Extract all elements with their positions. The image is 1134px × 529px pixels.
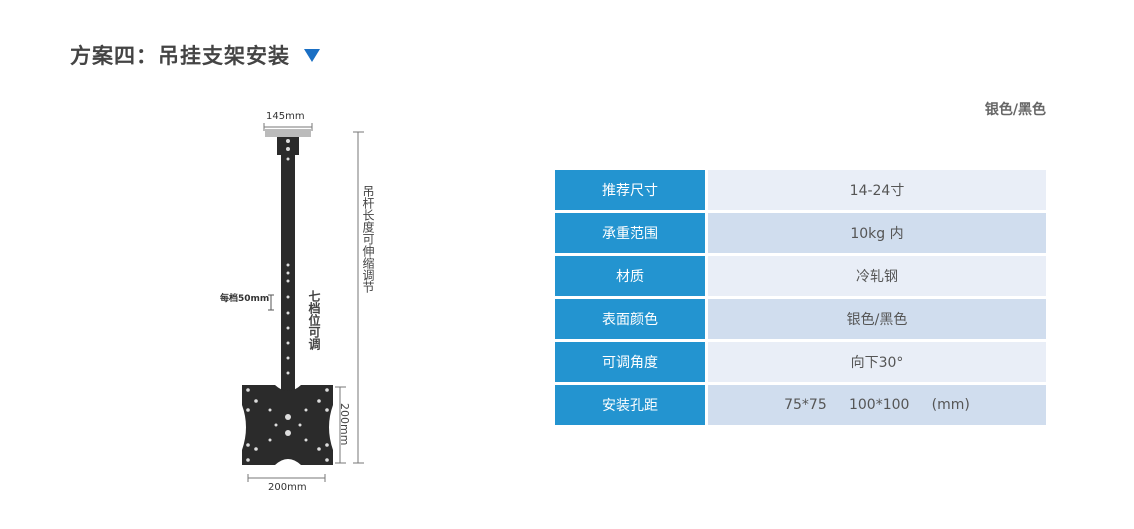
spec-label: 材质 bbox=[555, 256, 708, 296]
spec-label: 可调角度 bbox=[555, 342, 708, 382]
positions-label: 七档位可调 bbox=[307, 290, 321, 350]
spec-label: 承重范围 bbox=[555, 213, 708, 253]
spec-row: 承重范围 10kg 内 bbox=[555, 213, 1046, 253]
section-title-text: 方案四：吊挂支架安装 bbox=[70, 44, 290, 68]
spec-value: 10kg 内 bbox=[708, 213, 1046, 253]
spec-value: 银色/黑色 bbox=[708, 299, 1046, 339]
color-option-label: 银色/黑色 bbox=[984, 102, 1046, 118]
spec-row: 安装孔距 75*75 100*100 (mm) bbox=[555, 385, 1046, 425]
spec-value: 向下30° bbox=[708, 342, 1046, 382]
plate-height-label: 200mm bbox=[338, 403, 351, 446]
rod-length-label: 吊杆长度可伸缩调节 bbox=[361, 185, 375, 293]
spec-row: 材质 冷轧钢 bbox=[555, 256, 1046, 296]
plate-width-label: 200mm bbox=[268, 482, 307, 493]
bracket-illustration bbox=[242, 123, 364, 482]
spec-row: 推荐尺寸 14-24寸 bbox=[555, 170, 1046, 210]
section-title: 方案四：吊挂支架安装 bbox=[70, 40, 320, 70]
spec-label: 推荐尺寸 bbox=[555, 170, 708, 210]
triangle-down-icon bbox=[304, 48, 320, 62]
spec-row: 表面颜色 银色/黑色 bbox=[555, 299, 1046, 339]
spec-label: 表面颜色 bbox=[555, 299, 708, 339]
spec-value: 14-24寸 bbox=[708, 170, 1046, 210]
spec-table: 推荐尺寸 14-24寸 承重范围 10kg 内 材质 冷轧钢 表面颜色 银色/黑… bbox=[555, 167, 1046, 428]
spec-label: 安装孔距 bbox=[555, 385, 708, 425]
step-label: 每档50mm bbox=[220, 294, 270, 304]
top-width-label: 145mm bbox=[266, 111, 305, 122]
spec-value: 冷轧钢 bbox=[708, 256, 1046, 296]
spec-row: 可调角度 向下30° bbox=[555, 342, 1046, 382]
ceiling-mount-diagram: 145mm 吊杆长度可伸缩调节 每档50mm 七档位可调 200mm 200mm bbox=[190, 105, 410, 500]
spec-value: 75*75 100*100 (mm) bbox=[708, 385, 1046, 425]
